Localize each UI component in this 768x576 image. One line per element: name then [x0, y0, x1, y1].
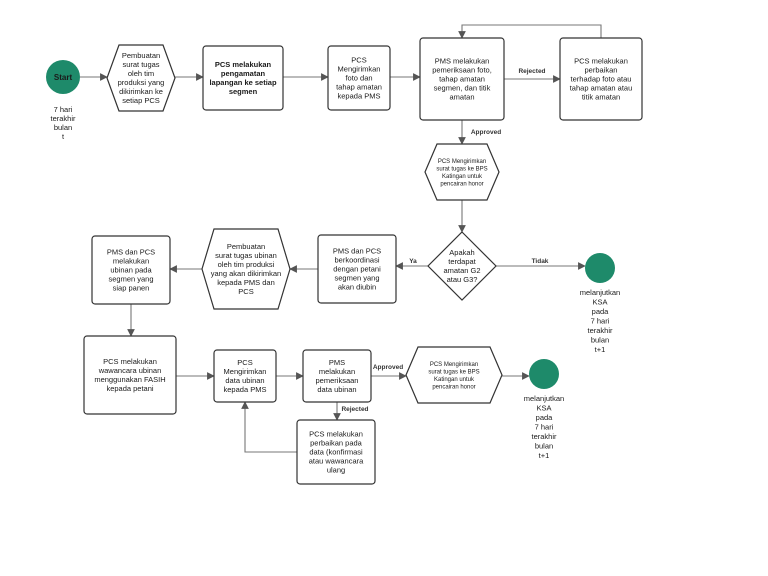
process-box: [91, 235, 171, 305]
edge-n15-n12: [241, 401, 297, 453]
process-box: [559, 37, 643, 121]
node-label-start: Start: [54, 73, 73, 82]
edge-label-n13-n14: Approved: [373, 364, 403, 371]
node-end1: [585, 253, 615, 283]
edge-label-n7-n8: Ya: [409, 258, 417, 265]
hexagon-shape: [424, 143, 500, 201]
decision-diamond: [427, 231, 497, 301]
hexagon-shape: [201, 228, 291, 310]
edge-label-n4-n5: Rejected: [518, 68, 545, 75]
process-box: [213, 349, 277, 403]
hexagon-shape: [106, 44, 176, 112]
process-box: [302, 349, 372, 403]
hexagon-shape: [405, 346, 503, 404]
edge-n5-n4: [458, 24, 602, 39]
process-box: [202, 45, 284, 111]
node-start: Start: [46, 60, 80, 94]
terminal-circle: [529, 359, 559, 389]
process-box: [327, 45, 391, 111]
process-box: [296, 419, 376, 485]
edge-label-n4-n6: Approved: [471, 129, 501, 136]
process-box: [317, 234, 397, 304]
terminal-circle: [585, 253, 615, 283]
edge-label-n13-n15: Rejected: [341, 406, 368, 413]
node-end2: [529, 359, 559, 389]
terminal-circle: [46, 60, 80, 94]
edge-label-n7-end1: Tidak: [532, 258, 549, 265]
process-box: [83, 335, 177, 415]
process-box: [419, 37, 505, 121]
